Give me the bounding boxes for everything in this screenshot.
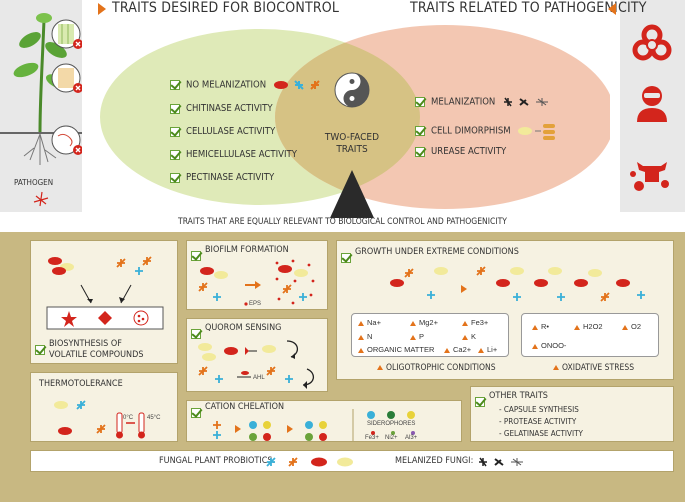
checkbox-icon (415, 146, 425, 157)
other-item: - GELATINASE ACTIVITY (499, 429, 583, 438)
temp-low: 0°C (123, 415, 134, 421)
venn-diagram (100, 25, 610, 218)
oligo-item: N (358, 332, 372, 341)
thermo-illustration (54, 400, 145, 439)
biofilm-illustration (198, 259, 315, 306)
other-item: - CAPSULE SYNTHESIS (499, 405, 579, 414)
quorum-illustration (198, 340, 314, 389)
melanized-label: MELANIZED FUNGI: (395, 456, 474, 466)
checkbox-icon (170, 103, 180, 114)
two-faced-text: TWO-FACED TRAITS (324, 132, 380, 155)
right-header-arrow (608, 3, 616, 15)
pathogenicity-trait: MELANIZATION (415, 96, 557, 121)
probiotics-label: FUNGAL PLANT PROBIOTICS: (159, 456, 276, 466)
checkbox-icon (341, 252, 351, 263)
metal-ni: Ni2+ (385, 435, 398, 441)
biocontrol-trait-list: NO MELANIZATION CHITINASE ACTIVITY CELLU… (170, 79, 329, 195)
oligo-item: Mg2+ (410, 318, 438, 327)
thermo-title: THERMOTOLERANCE (39, 379, 123, 389)
thermometer-icon (116, 412, 145, 439)
quorum-box: QUOROM SENSING AHL (186, 318, 328, 392)
melanized-fungi-icons (504, 97, 549, 107)
cation-title: CATION CHELATION (205, 402, 284, 412)
biofilm-box: BIOFILM FORMATION EPS (186, 240, 328, 310)
hazard-panel (620, 0, 685, 212)
checkbox-icon (191, 407, 201, 418)
biocontrol-trait: HEMICELLULASE ACTIVITY (170, 149, 329, 172)
oligotrophic-label: OLIGOTROPHIC CONDITIONS (377, 363, 496, 373)
footer-bar: FUNGAL PLANT PROBIOTICS: MELANIZED FUNGI… (30, 450, 674, 472)
biofilm-title: BIOFILM FORMATION (205, 245, 289, 255)
oxid-item: ONOO- (532, 341, 566, 350)
eps-label: EPS (249, 301, 262, 307)
other-box: OTHER TRAITS - CAPSULE SYNTHESIS - PROTE… (470, 386, 674, 442)
yin-yang-icon (334, 72, 370, 108)
pathogenicity-header: TRAITS RELATED TO PATHOGENICITY (410, 0, 647, 16)
oxid-item: O2 (622, 322, 641, 331)
oligo-item: Li+ (478, 345, 497, 354)
oligo-item: Fe3+ (462, 318, 488, 327)
shared-traits-header: TRAITS THAT ARE EQUALLY RELEVANT TO BIOL… (178, 217, 507, 227)
probiotic-fungi-icons (266, 457, 353, 467)
oxidative-label: OXIDATIVE STRESS (553, 363, 634, 373)
fungi-icons (273, 80, 320, 90)
melanized-fungi-footer-icons (479, 457, 523, 467)
biocontrol-trait: CELLULASE ACTIVITY (170, 126, 329, 149)
oxid-item: H2O2 (574, 322, 603, 331)
oligo-item: ORGANIC MATTER (358, 345, 434, 354)
biocontrol-trait: NO MELANIZATION (170, 79, 329, 103)
pathogenicity-trait: CELL DIMORPHISM (415, 121, 557, 146)
volatile-illustration (46, 256, 164, 330)
left-header-arrow (98, 3, 106, 15)
temp-high: 45°C (147, 415, 161, 421)
checkbox-icon (191, 328, 201, 339)
checkbox-icon (170, 126, 180, 137)
ahl-label: AHL (253, 375, 265, 381)
biocontrol-header: TRAITS DESIRED FOR BIOCONTROL (112, 0, 340, 16)
extreme-illustration (390, 266, 645, 302)
dimorphism-icons (518, 124, 556, 140)
siderophores-label: SIDEROPHORES (367, 421, 416, 427)
checkbox-icon (415, 97, 425, 107)
oligotrophic-box: Na+ Mg2+ Fe3+ N P K ORGANIC MATTER Ca2+ … (351, 313, 509, 357)
biocontrol-trait: CHITINASE ACTIVITY (170, 103, 329, 126)
checkbox-icon (170, 149, 180, 160)
checkbox-icon (415, 126, 425, 136)
checkbox-icon (191, 250, 201, 261)
pathogenicity-trait-list: MELANIZATION CELL DIMORPHISM UREASE ACTI… (415, 96, 557, 171)
checkbox-icon (35, 344, 45, 355)
cation-illustration (213, 409, 415, 441)
checkbox-icon (475, 396, 485, 407)
oligo-item: K (462, 332, 476, 341)
pathogen-label: PATHOGEN (14, 178, 54, 187)
quorum-title: QUOROM SENSING (205, 323, 282, 333)
oxid-item: R• (532, 322, 549, 331)
plant-panel: PATHOGEN (0, 0, 82, 212)
checkbox-icon (170, 80, 180, 90)
two-faced-label: TWO-FACED TRAITS (322, 132, 382, 156)
biocontrol-trait: PECTINASE ACTIVITY (170, 172, 329, 195)
extreme-box: GROWTH UNDER EXTREME CONDITIONS Na+ Mg2+… (336, 240, 674, 380)
masked-person-icon (637, 86, 667, 122)
volatile-title: BIOSYNTHESIS OF VOLATILE COMPOUNDS (49, 339, 144, 360)
plant-icon (0, 13, 82, 207)
metal-fe: Fe3+ (365, 435, 379, 441)
other-item: - PROTEASE ACTIVITY (499, 417, 577, 426)
metal-al: Al3+ (405, 435, 418, 441)
extreme-title: GROWTH UNDER EXTREME CONDITIONS (355, 247, 519, 257)
volatile-box: BIOSYNTHESIS OF VOLATILE COMPOUNDS (30, 240, 178, 364)
oligo-item: Na+ (358, 318, 381, 327)
biohazard-icon (632, 24, 672, 61)
other-title: OTHER TRAITS (489, 391, 548, 401)
pathogenicity-trait: UREASE ACTIVITY (415, 146, 557, 171)
oligo-item: Ca2+ (444, 345, 471, 354)
oligo-item: P (410, 332, 424, 341)
checkbox-icon (170, 172, 180, 183)
cation-box: CATION CHELATION SIDEROPHORES Fe3+ Ni2+ … (186, 400, 462, 442)
oxidative-box: R• H2O2 O2 ONOO- (521, 313, 659, 357)
thermo-box: THERMOTOLERANCE 0°C 45°C (30, 372, 178, 442)
cow-icon (630, 162, 669, 191)
